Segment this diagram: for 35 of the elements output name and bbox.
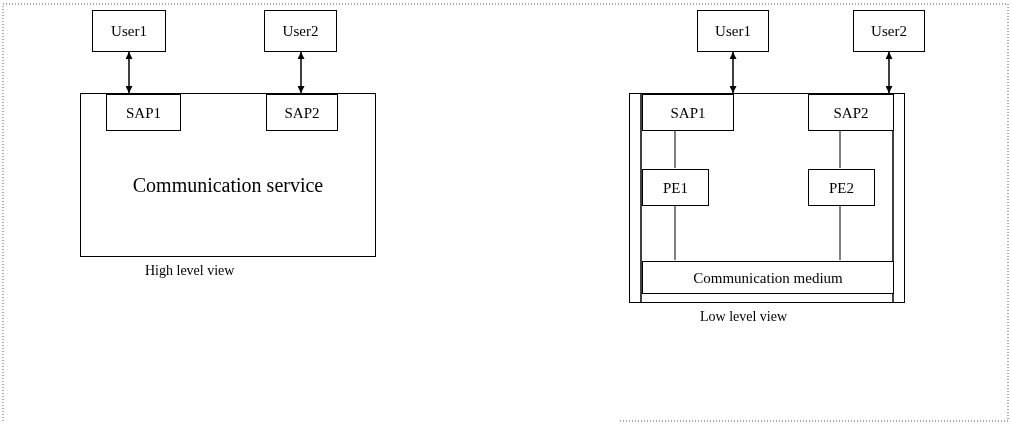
double-arrow [125,51,133,94]
connector-line [674,129,676,169]
container-box [629,93,905,303]
user-box [264,10,337,52]
double-arrow [885,51,893,94]
box-label: SAP1 [125,104,162,121]
component-box [642,169,709,206]
box-label: Communication medium [692,269,844,286]
box-label: Communication service [131,174,325,197]
double-arrow [297,51,305,94]
connector-line [839,129,841,169]
connector-line [839,204,841,261]
box-label: SAP2 [283,104,321,121]
component-box [808,94,894,131]
connector-line [674,204,676,261]
box-label: SAP1 [669,104,707,121]
box-label: User2 [281,22,320,40]
view-caption: High level view [145,263,235,279]
component-box [266,94,338,131]
component-box [80,93,376,257]
user-box [853,10,925,52]
component-box [642,94,734,131]
box-label: PE1 [662,179,689,196]
component-box [808,169,875,206]
box-label: PE2 [828,179,855,196]
user-box [697,10,769,52]
box-label: User2 [870,22,908,40]
double-arrow [729,51,737,94]
user-box [92,10,166,52]
box-label: User1 [714,22,752,40]
view-caption: Low level view [700,309,788,325]
box-label: User1 [110,22,148,40]
component-box [642,261,894,294]
box-label: SAP2 [832,104,870,121]
component-box [106,94,181,131]
